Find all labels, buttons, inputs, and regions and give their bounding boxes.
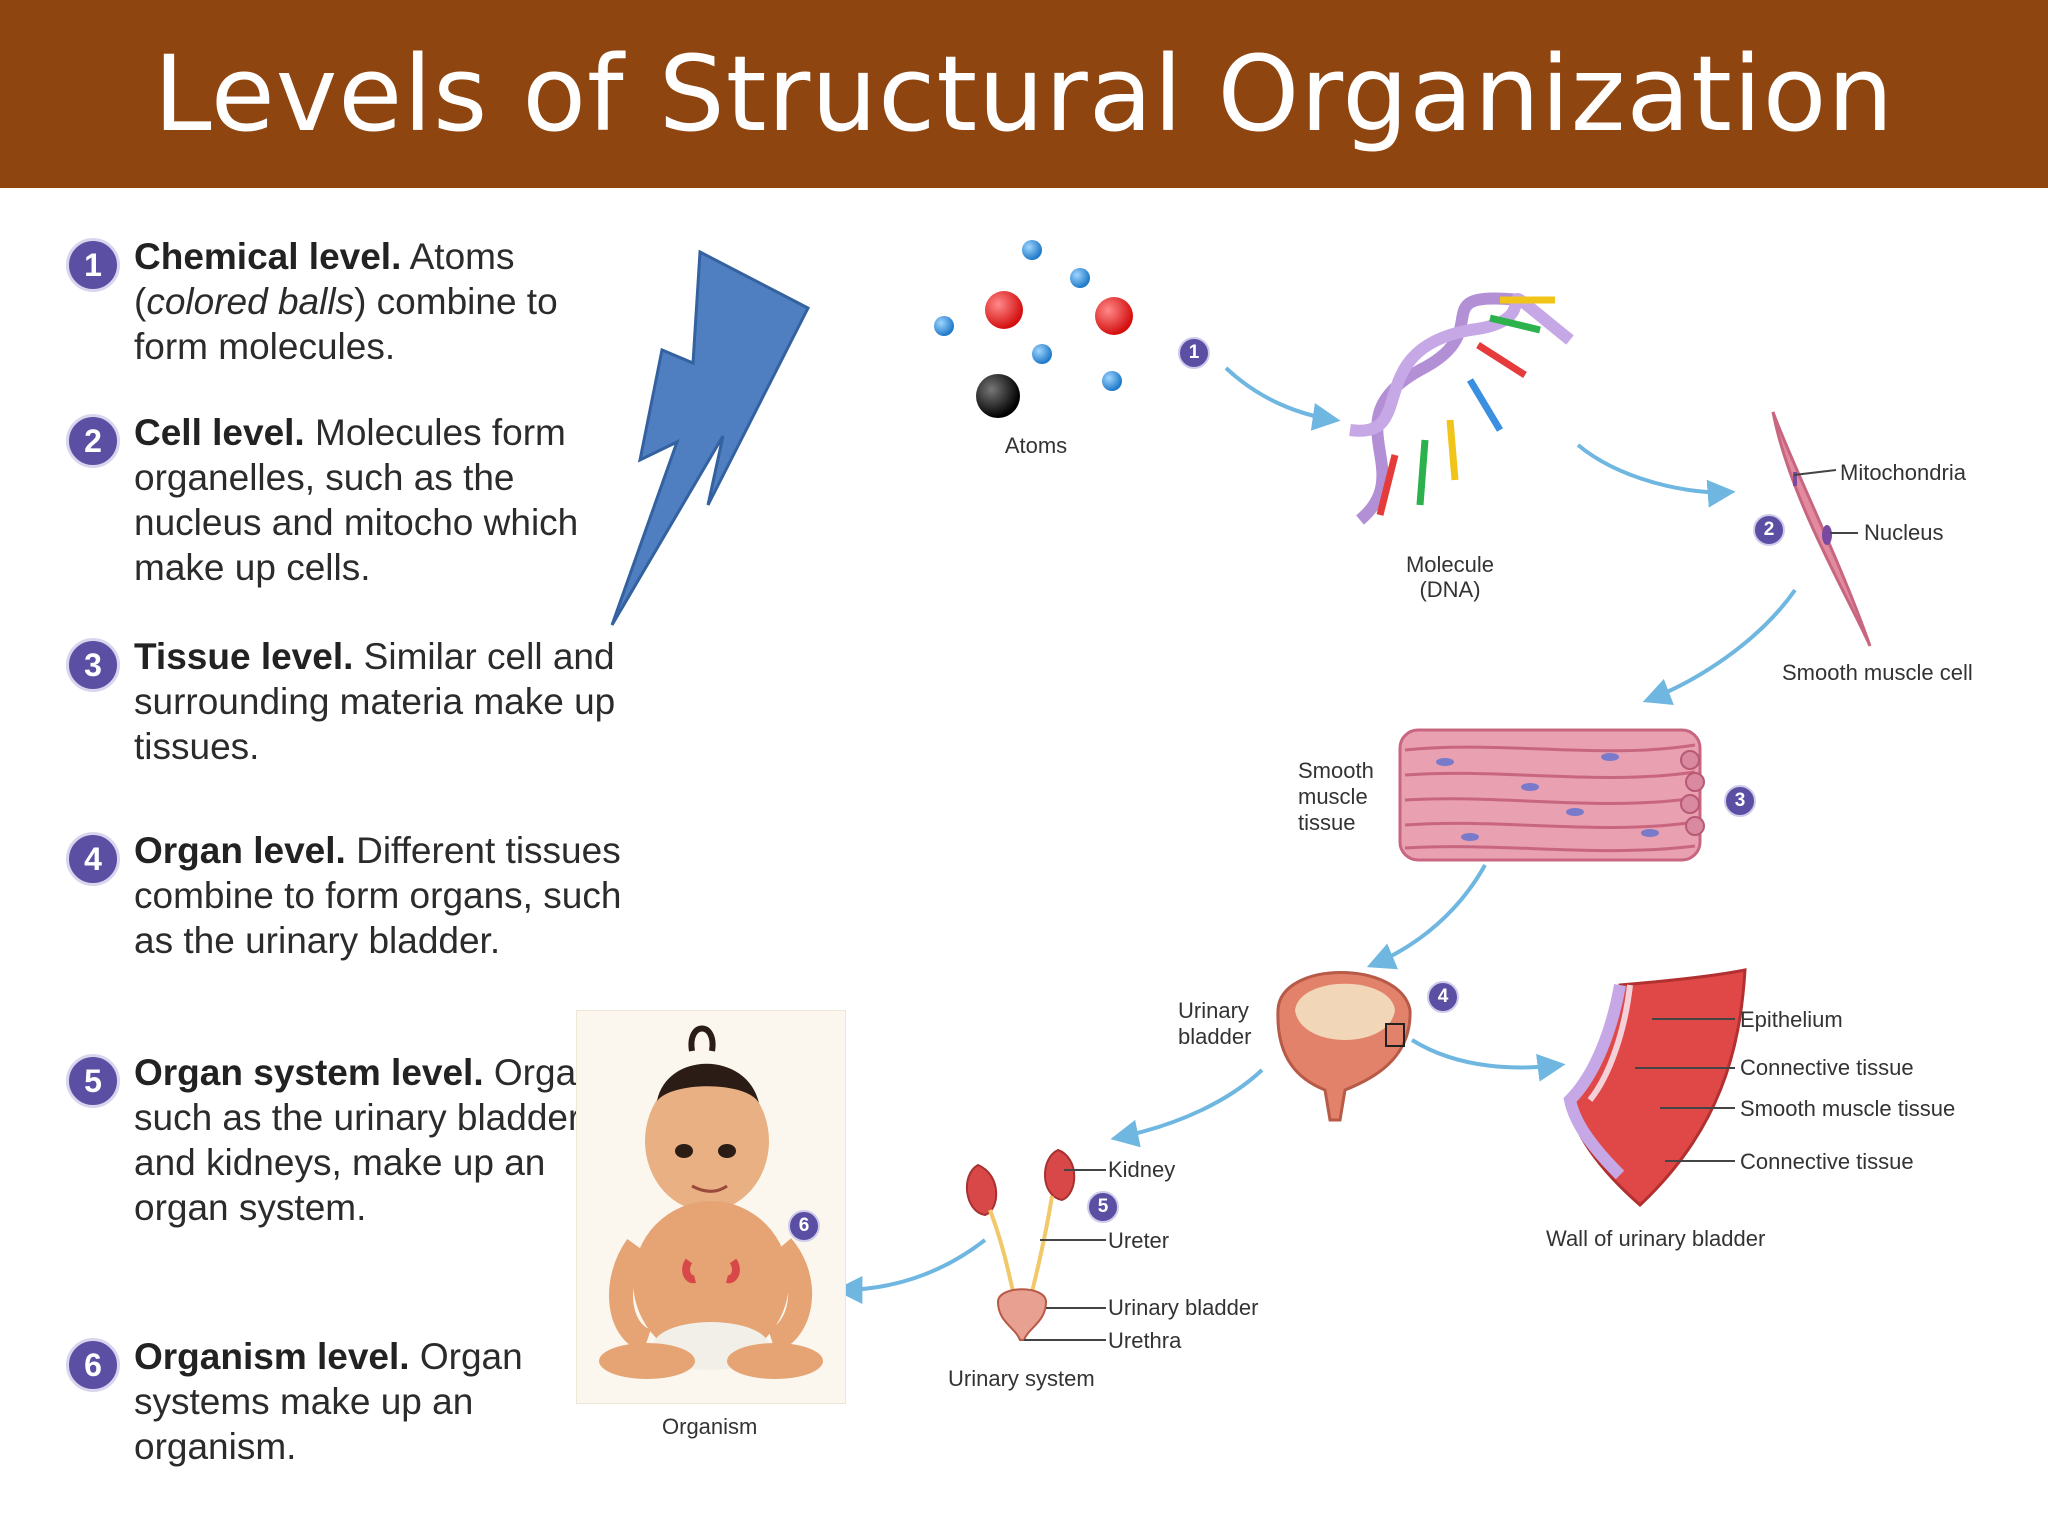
smooth-muscle-tissue-label-1: Smooth: [1298, 758, 1374, 783]
arrow-4: [1366, 864, 1487, 970]
level-italic: colored balls: [146, 281, 355, 322]
level-text: Molecules form organelles, such as the n…: [134, 412, 579, 588]
bladder-wall-label: Wall of urinary bladder: [1546, 1226, 1766, 1251]
arrow-1: [1224, 366, 1341, 431]
flow-arrows: [834, 366, 1797, 1304]
arrow-6: [1110, 1068, 1264, 1148]
level-text: Organs, such as the urinary bladder and …: [134, 1052, 626, 1228]
connective-tissue-label-2: Connective tissue: [1740, 1149, 1914, 1174]
urinary-bladder-label-1: Urinary: [1178, 998, 1249, 1023]
smooth-muscle-cell-label: Smooth muscle cell: [1782, 660, 1973, 685]
level-description: Tissue level. Similar cell and surroundi…: [134, 634, 634, 769]
smooth-muscle-tissue-label-3: tissue: [1298, 810, 1356, 835]
mitochondria-label: Mitochondria: [1840, 460, 1966, 485]
molecule-label: Molecule: [1405, 552, 1495, 577]
level-heading: Chemical level.: [134, 236, 402, 277]
level-number-badge: 5: [66, 1054, 120, 1108]
step-badge-1: 1: [1178, 337, 1210, 369]
epithelium-label: Epithelium: [1740, 1007, 1843, 1032]
bladder-wall-illustration: [1563, 968, 1747, 1208]
arrow-2: [1576, 443, 1736, 508]
smooth-muscle-tissue-label-2: muscle: [1298, 784, 1368, 809]
slide-title: Levels of Structural Organization: [153, 33, 1895, 155]
arrow-3: [1642, 588, 1797, 706]
step-badge-2: 2: [1753, 514, 1785, 546]
urinary-system-illustration: [965, 1148, 1106, 1341]
level-number-badge: 1: [66, 238, 120, 292]
organism-photo: [576, 1010, 846, 1404]
atoms-illustration: [934, 240, 1133, 418]
lightning-bolt-icon: [610, 249, 811, 626]
level-number-badge: 4: [66, 832, 120, 886]
level-description: Organ system level. Organs, such as the …: [134, 1050, 634, 1230]
level-heading: Organ system level.: [134, 1052, 484, 1093]
step-badge-5: 5: [1087, 1191, 1119, 1223]
level-number-badge: 3: [66, 638, 120, 692]
dna-molecule-illustration: [1349, 292, 1574, 525]
molecule-sublabel: (DNA): [1419, 577, 1481, 602]
step-badge-6: 6: [788, 1210, 820, 1242]
level-heading: Organism level.: [134, 1336, 410, 1377]
level-heading: Organ level.: [134, 830, 346, 871]
level-description: Cell level. Molecules form organelles, s…: [134, 410, 634, 590]
level-text: Similar cell and surrounding materia mak…: [134, 636, 616, 767]
level-text: Different tissues combine to form organs…: [134, 830, 622, 961]
level-heading: Cell level.: [134, 412, 305, 453]
step-badge-4: 4: [1427, 981, 1459, 1013]
level-number-badge: 2: [66, 414, 120, 468]
level-description: Chemical level. Atoms (colored balls) co…: [134, 234, 634, 369]
nucleus-label: Nucleus: [1864, 520, 1944, 545]
level-heading: Tissue level.: [134, 636, 354, 677]
ureter-label: Ureter: [1108, 1228, 1170, 1253]
level-text: Organ systems make up an organism.: [134, 1336, 523, 1467]
connective-tissue-label: Connective tissue: [1740, 1055, 1914, 1080]
smooth-muscle-cell-illustration: [1771, 411, 1872, 647]
title-bar: [0, 0, 2048, 188]
step-badge-3: 3: [1724, 785, 1756, 817]
urinary-bladder-system-label: Urinary bladder: [1108, 1295, 1259, 1320]
level-number-badge: 6: [66, 1338, 120, 1392]
level-text: ) combine to form molecules.: [134, 281, 558, 367]
kidney-label: Kidney: [1108, 1157, 1176, 1182]
smooth-muscle-tissue-layer-label: Smooth muscle tissue: [1740, 1096, 1956, 1121]
urinary-system-label: Urinary system: [948, 1366, 1095, 1391]
atoms-label: Atoms: [1004, 433, 1068, 458]
level-description: Organism level. Organ systems make up an…: [134, 1334, 634, 1469]
urethra-label: Urethra: [1108, 1328, 1182, 1353]
baby-illustration: [599, 1025, 823, 1379]
level-description: Organ level. Different tissues combine t…: [134, 828, 634, 963]
arrow-5: [1410, 1038, 1566, 1082]
smooth-muscle-tissue-illustration: [1398, 728, 1705, 862]
urinary-bladder-label-2: bladder: [1178, 1024, 1252, 1049]
level-text: Atoms (: [134, 236, 515, 322]
organism-label: Organism: [662, 1414, 758, 1439]
urinary-bladder-illustration: [1276, 971, 1412, 1122]
arrow-7: [834, 1238, 987, 1304]
